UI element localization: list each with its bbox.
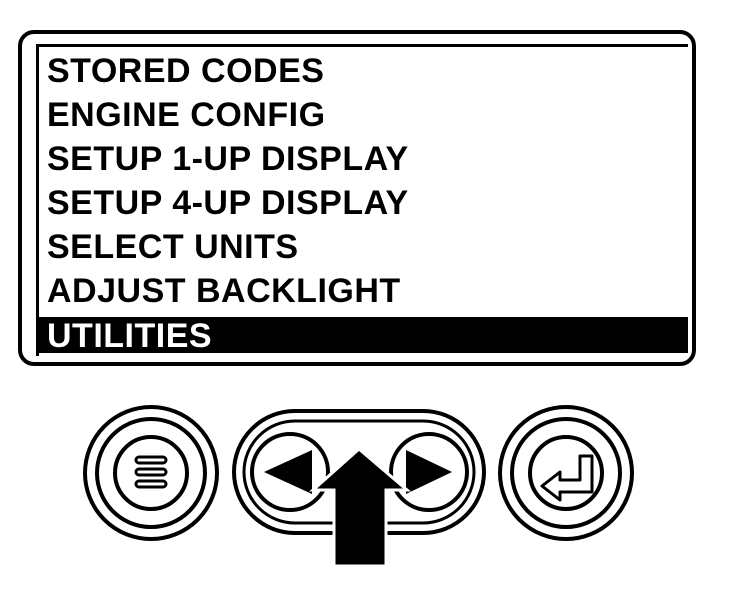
left-arrow-button[interactable] bbox=[250, 432, 330, 512]
up-arrow-pointer bbox=[309, 447, 412, 568]
menu-item-setup-4-up-display[interactable]: SETUP 4-UP DISPLAY bbox=[47, 184, 409, 222]
menu-list: STORED CODES ENGINE CONFIG SETUP 1-UP DI… bbox=[39, 49, 688, 355]
enter-icon bbox=[540, 454, 594, 502]
menu-item-utilities[interactable]: UTILITIES bbox=[39, 317, 688, 355]
enter-button[interactable] bbox=[498, 405, 634, 541]
display-screen: STORED CODES ENGINE CONFIG SETUP 1-UP DI… bbox=[36, 44, 688, 356]
right-arrow-button[interactable] bbox=[389, 432, 469, 512]
menu-item-setup-1-up-display[interactable]: SETUP 1-UP DISPLAY bbox=[47, 140, 409, 178]
left-arrow-icon bbox=[264, 450, 312, 494]
menu-item-stored-codes[interactable]: STORED CODES bbox=[47, 52, 325, 90]
menu-item-select-units[interactable]: SELECT UNITS bbox=[47, 228, 299, 266]
menu-icon bbox=[134, 455, 168, 489]
menu-button[interactable] bbox=[83, 405, 219, 541]
menu-item-engine-config[interactable]: ENGINE CONFIG bbox=[47, 96, 326, 134]
menu-item-adjust-backlight[interactable]: ADJUST BACKLIGHT bbox=[47, 272, 401, 310]
right-arrow-icon bbox=[406, 450, 452, 494]
